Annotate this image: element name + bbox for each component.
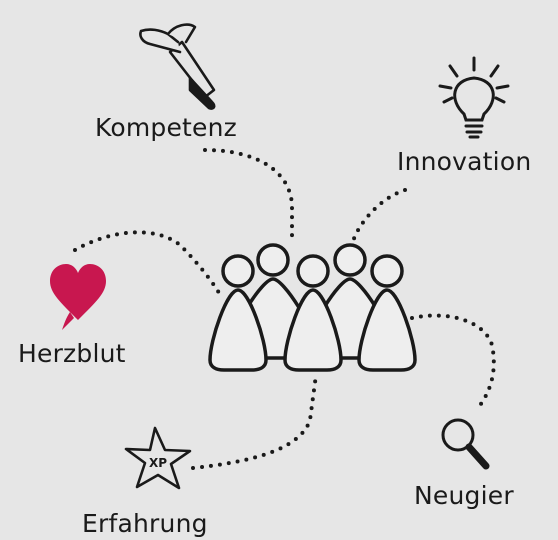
label-neugier: Neugier bbox=[414, 481, 514, 510]
label-erfahrung: Erfahrung bbox=[82, 509, 208, 538]
lightbulb-icon bbox=[438, 56, 510, 139]
figure-head bbox=[296, 254, 330, 288]
magnifier-icon bbox=[441, 418, 490, 470]
label-innovation: Innovation bbox=[397, 147, 532, 176]
label-kompetenz: Kompetenz bbox=[95, 113, 237, 142]
hammer-icon bbox=[139, 23, 216, 110]
figure-head bbox=[333, 243, 367, 277]
team-icon bbox=[208, 243, 417, 372]
star-xp-text: XP bbox=[149, 456, 167, 470]
figure-body bbox=[357, 288, 417, 372]
figure-head bbox=[370, 254, 404, 288]
figure-head bbox=[256, 243, 290, 277]
connector-erfahrung bbox=[191, 373, 318, 470]
figure-body bbox=[283, 288, 343, 372]
label-herzblut: Herzblut bbox=[18, 339, 126, 368]
figure-head bbox=[221, 254, 255, 288]
connector-herzblut bbox=[73, 230, 224, 300]
connector-kompetenz bbox=[203, 148, 294, 242]
star-xp-icon: XP bbox=[124, 426, 192, 490]
figure-body bbox=[208, 288, 268, 372]
connector-innovation bbox=[350, 188, 407, 247]
connector-neugier bbox=[410, 313, 496, 410]
heart-icon bbox=[50, 264, 106, 330]
